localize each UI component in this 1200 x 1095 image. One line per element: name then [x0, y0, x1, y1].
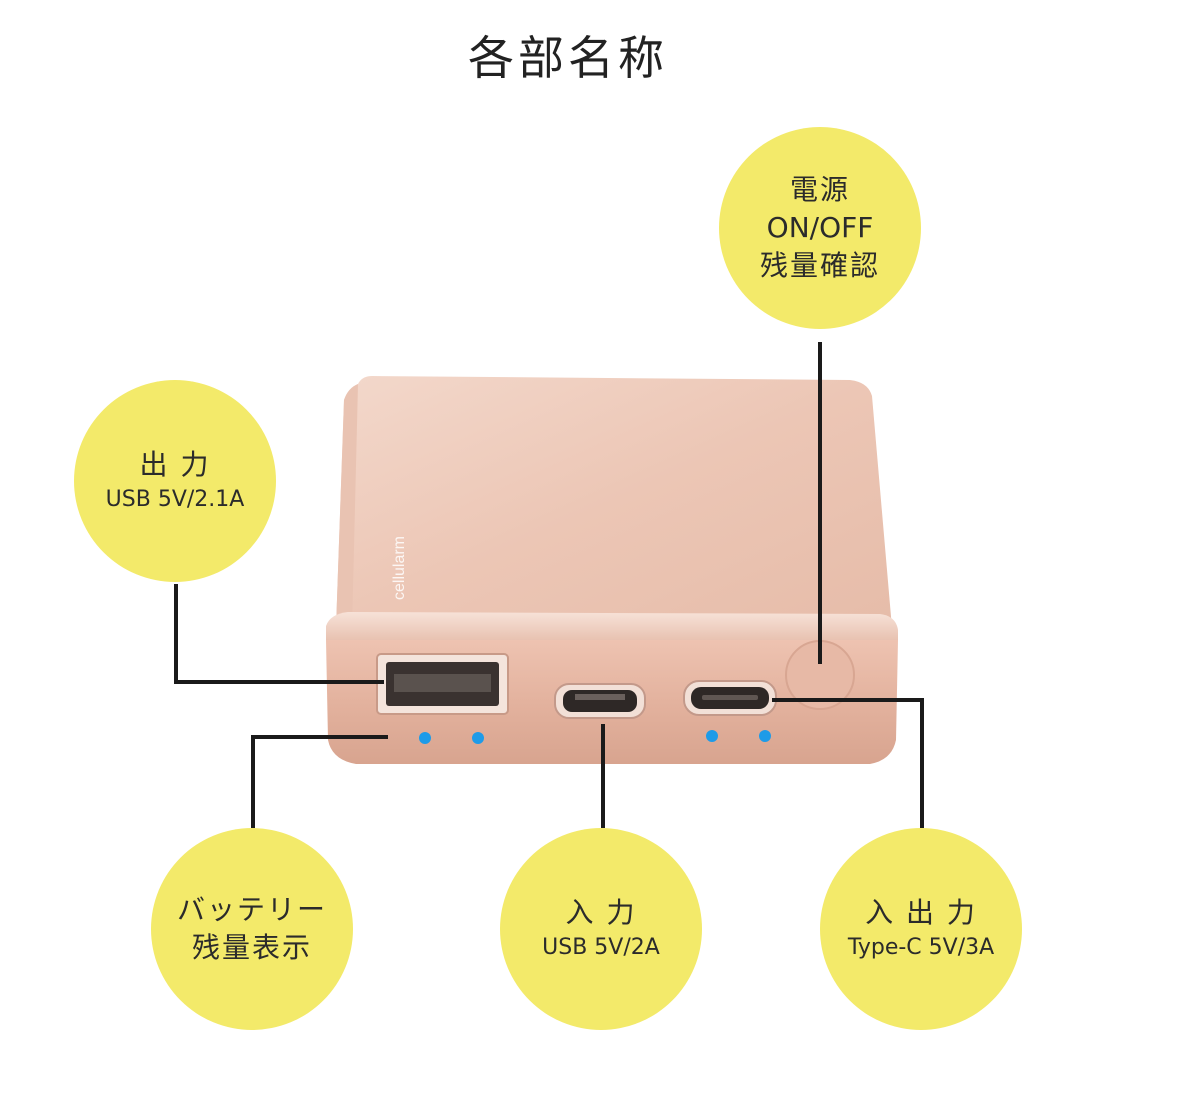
callout-input: 入 力 USB 5V/2A — [500, 828, 702, 1030]
callout-io-line2: Type-C 5V/3A — [847, 935, 995, 960]
callout-power: 電源 ON/OFF 残量確認 — [719, 127, 921, 329]
callout-battery: バッテリー 残量表示 — [151, 828, 353, 1030]
device-top-surface — [336, 376, 892, 628]
micro-usb-port — [554, 683, 646, 719]
led-1 — [419, 732, 431, 744]
callout-battery-line2: 残量表示 — [191, 931, 312, 964]
device-chamfer — [326, 612, 898, 640]
led-2 — [472, 732, 484, 744]
callout-output: 出 力 USB 5V/2.1A — [74, 380, 276, 582]
callout-power-line3: 残量確認 — [759, 249, 880, 282]
callout-output-line2: USB 5V/2.1A — [105, 487, 245, 512]
callout-battery-line1: バッテリー — [176, 893, 327, 926]
callout-input-line1: 入 力 — [565, 896, 637, 929]
callout-io-line1: 入 出 力 — [865, 896, 977, 929]
usb-a-port — [376, 653, 509, 715]
device-side-edge — [336, 384, 358, 630]
callout-io: 入 出 力 Type-C 5V/3A — [820, 828, 1022, 1030]
leader-line-battery — [251, 735, 388, 828]
callout-power-line1: 電源 — [789, 173, 850, 206]
leader-line-output — [174, 584, 384, 684]
callout-power-line2: ON/OFF — [766, 211, 874, 244]
callout-output-line1: 出 力 — [139, 448, 211, 481]
callout-input-line2: USB 5V/2A — [542, 935, 660, 960]
led-3 — [706, 730, 718, 742]
page-title: 各部名称 — [468, 31, 668, 85]
brand-logo: cellularm — [391, 536, 408, 600]
leader-line-io — [772, 698, 924, 828]
usb-c-port — [683, 680, 777, 716]
led-4 — [759, 730, 771, 742]
